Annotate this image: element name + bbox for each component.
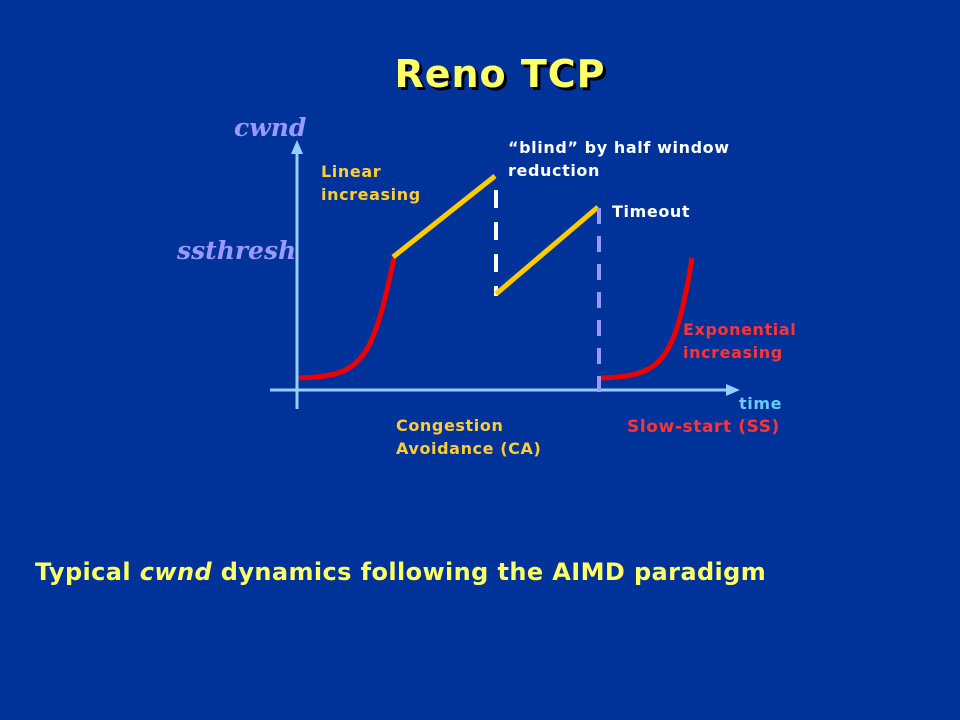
linear-increase-line-1 [391,174,497,259]
slow-start-curve-1 [298,257,397,381]
linear-increasing-label: Linear increasing [321,162,421,204]
cwnd-axis-label: cwnd [234,113,307,142]
timeout-label: Timeout [612,202,691,221]
x-axis-arrow [726,384,740,396]
exponential-increasing-label: Exponential increasing [683,320,797,362]
y-axis-arrow [291,140,303,154]
ssthresh-label: ssthresh [177,236,297,265]
slow-start-label: Slow-start (SS) [627,417,780,437]
linear-increase-line-2 [494,205,600,296]
slow-start-curve-2 [600,257,695,381]
congestion-avoidance-label: Congestion Avoidance (CA) [396,416,542,458]
slide-caption: Typical cwnd dynamics following the AIMD… [35,558,767,586]
slide-title: Reno TCP [394,52,606,96]
time-axis-label: time [739,394,783,413]
blind-half-window-label: “blind” by half window reduction [508,138,730,180]
